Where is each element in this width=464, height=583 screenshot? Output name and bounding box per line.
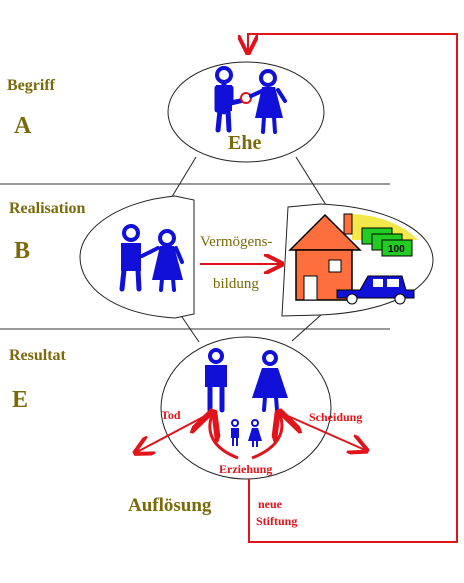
section-title-realisation: Realisation — [9, 200, 86, 217]
section-letter-a: A — [14, 113, 32, 139]
new-foundation-loop-arrow — [248, 33, 458, 543]
wedding-ring-icon — [240, 92, 252, 104]
section-letter-e: E — [12, 387, 28, 413]
education-arrow-right — [251, 415, 282, 460]
woman-figure-icon — [249, 69, 287, 134]
section-title-begriff: Begriff — [7, 77, 56, 94]
wealth-label-line2: bildung — [213, 276, 259, 292]
divorce-label: Scheidung — [309, 410, 362, 424]
new-foundation-label-line1: neue — [258, 497, 283, 511]
section-title-resultat: Resultat — [9, 347, 67, 364]
children-figures-icon — [231, 419, 262, 447]
death-label: Tod — [161, 408, 181, 422]
marriage-label: Ehe — [228, 132, 261, 154]
education-label: Erziehung — [219, 462, 272, 476]
divorce-arrow — [287, 415, 365, 450]
result-ellipse — [160, 336, 332, 480]
wealth-label-line1: Vermögens- — [200, 234, 272, 250]
new-foundation-label-line2: Stiftung — [256, 514, 297, 528]
death-arrow — [137, 415, 206, 452]
man-figure-icon — [214, 66, 247, 133]
education-arrow-left — [210, 415, 239, 460]
couple-figures-icon — [119, 224, 184, 292]
car-icon — [336, 275, 415, 305]
dissolution-label: Auflösung — [128, 495, 212, 516]
section-letter-b: B — [14, 238, 30, 264]
woman-figure-bottom-icon — [252, 350, 288, 412]
money-bills-icon: 100 — [361, 227, 413, 257]
marriage-ellipse — [167, 61, 325, 163]
money-value: 100 — [388, 244, 405, 255]
connector-lines — [169, 156, 327, 343]
